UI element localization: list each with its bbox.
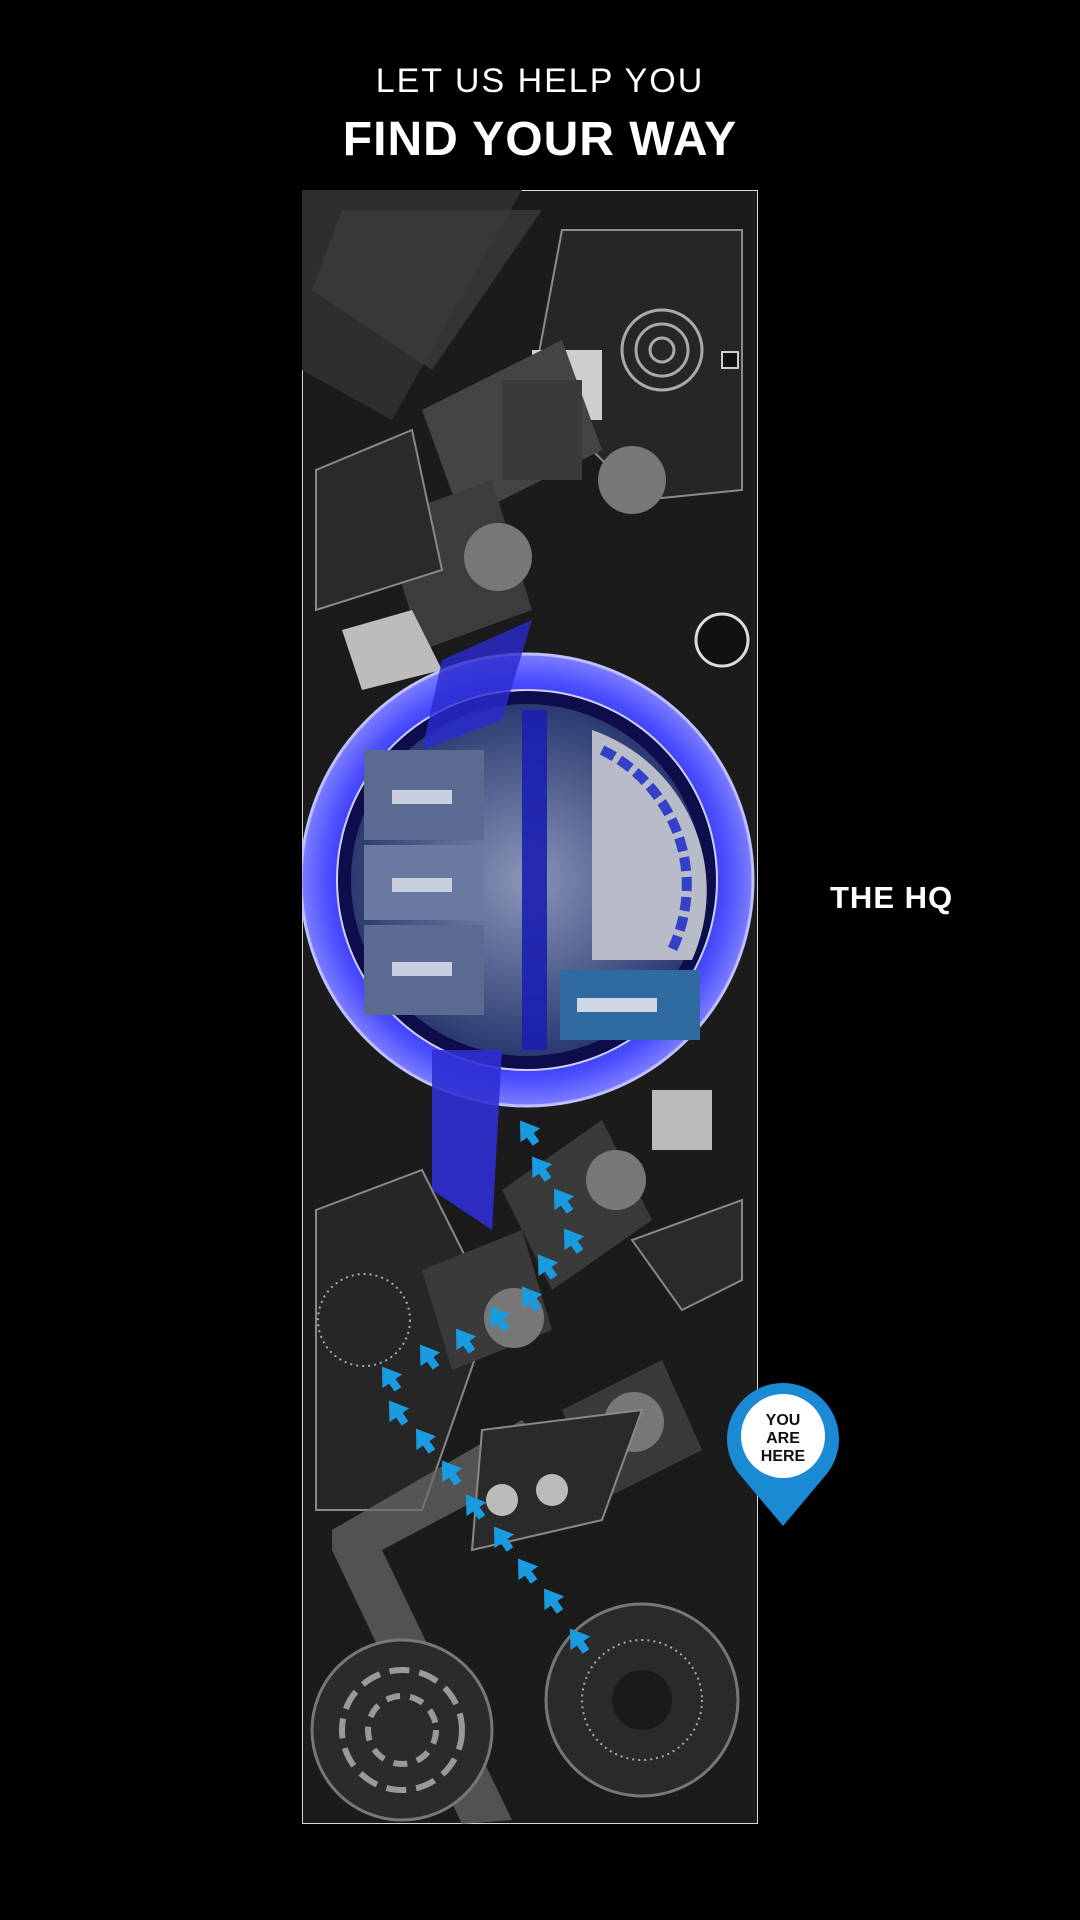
route-arrow	[419, 1344, 441, 1370]
header-subtitle: LET US HELP YOU	[375, 62, 705, 100]
route-arrow	[517, 1558, 539, 1584]
route-arrow	[441, 1460, 463, 1486]
route-arrow	[381, 1366, 403, 1392]
route-arrow	[415, 1428, 437, 1454]
you-are-here-marker	[727, 1382, 839, 1526]
floor-plan-map	[302, 190, 758, 1824]
route-arrow	[553, 1188, 575, 1214]
route-arrow	[537, 1254, 559, 1280]
route-arrow	[519, 1120, 541, 1146]
route-arrow	[543, 1588, 565, 1614]
route-arrow	[521, 1286, 543, 1312]
hq-label: THE HQ	[830, 880, 954, 915]
route-arrow	[455, 1328, 477, 1354]
route-arrow	[563, 1228, 585, 1254]
route-arrow	[569, 1628, 591, 1654]
route-arrow	[493, 1526, 515, 1552]
route-arrows	[381, 1120, 591, 1654]
route-corridor	[332, 1420, 552, 1824]
header-title: FIND YOUR WAY	[342, 113, 738, 166]
route-arrow	[531, 1156, 553, 1182]
you-are-here-label: YOU ARE HERE	[760, 1412, 806, 1465]
route-arrow	[388, 1400, 410, 1426]
route-arrow	[465, 1494, 487, 1520]
route-arrow	[489, 1306, 511, 1332]
